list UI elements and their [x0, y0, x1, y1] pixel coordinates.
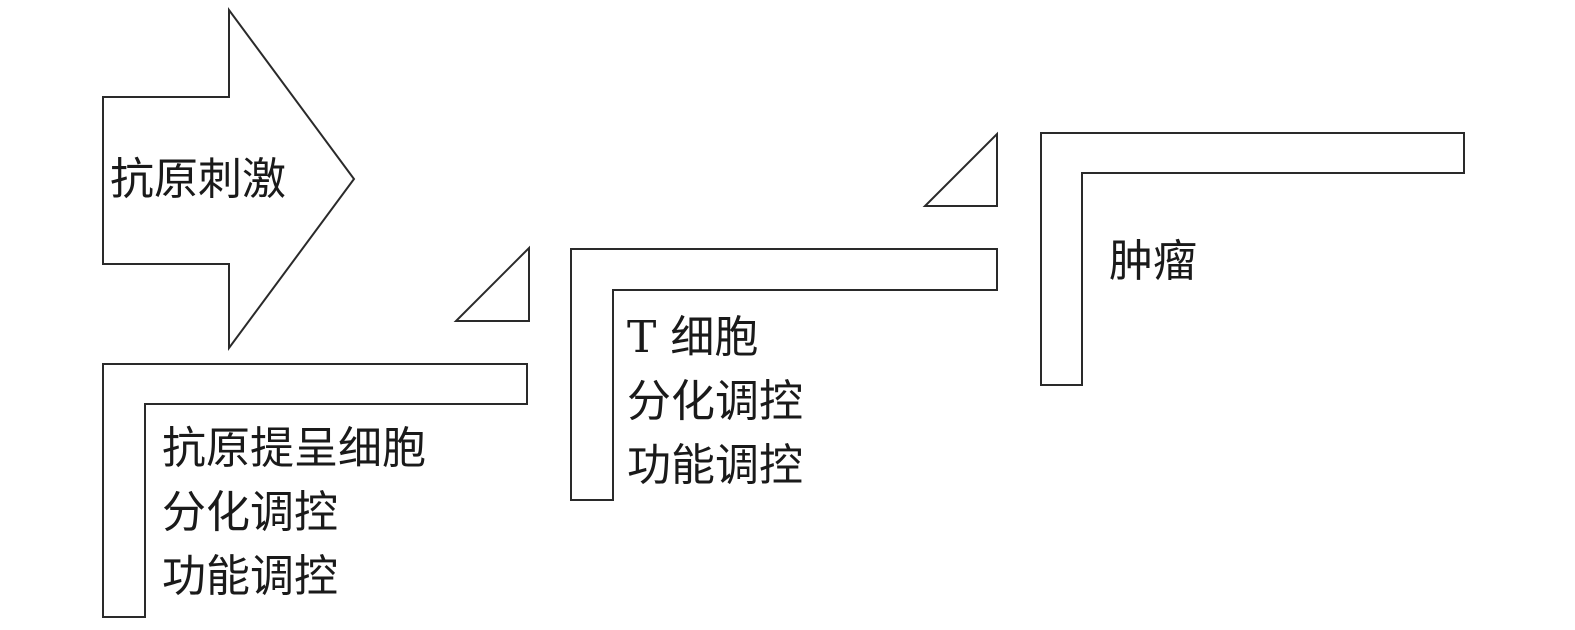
- stage-2-line-3: 功能调控: [627, 440, 803, 491]
- stage-1-to-2-triangle: [453, 245, 530, 322]
- stage-1-line-2: 分化调控: [162, 487, 338, 538]
- stage-3-step-shape: [1040, 132, 1465, 386]
- stage-2-label: T 细胞 分化调控 功能调控: [627, 306, 803, 498]
- stage-1-line-3: 功能调控: [162, 551, 338, 602]
- antigen-stimulus-arrow: [102, 6, 356, 352]
- stage-3-label: 肿瘤: [1109, 232, 1197, 292]
- stage-2-step-shape: [570, 248, 998, 501]
- stage-1-line-1: 抗原提呈细胞: [162, 423, 426, 474]
- stage-2-line-2: 分化调控: [627, 376, 803, 427]
- stage-2-line-1: T 细胞: [627, 312, 759, 363]
- antigen-stimulus-label: 抗原刺激: [110, 154, 286, 205]
- stage-1-step-shape: [102, 363, 528, 618]
- stage-1-label: 抗原提呈细胞 分化调控 功能调控: [162, 417, 426, 609]
- stage-3-line-1: 肿瘤: [1109, 236, 1197, 287]
- stage-2-to-3-triangle: [922, 131, 998, 207]
